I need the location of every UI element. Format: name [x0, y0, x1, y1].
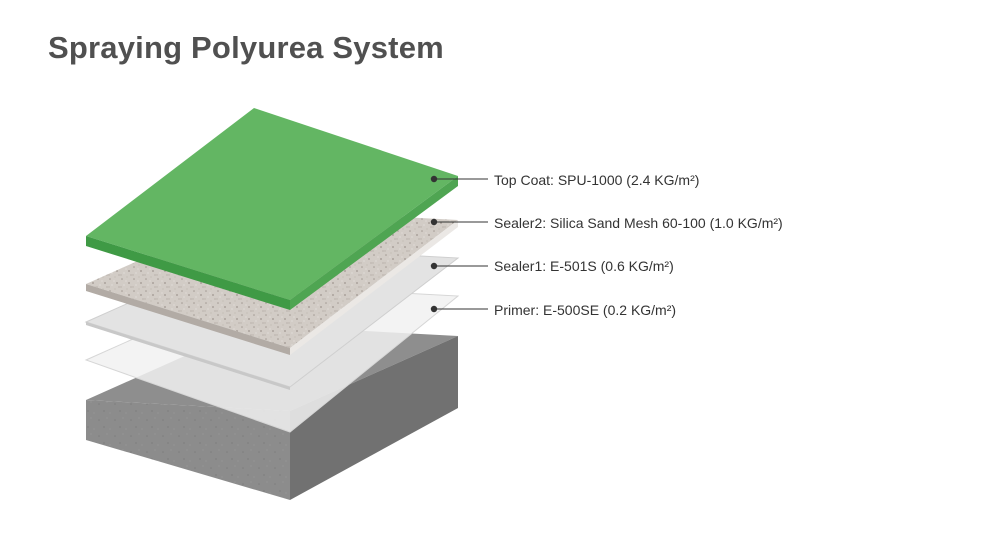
- sealer1-leader-dot: [430, 262, 438, 270]
- top-coat-side-edge: [290, 176, 458, 310]
- top-coat-front-edge: [86, 236, 290, 310]
- concrete-right-face: [290, 336, 458, 500]
- primer-label: Primer: E-500SE (0.2 KG/m²): [494, 302, 677, 318]
- sand-side-edge: [290, 220, 458, 355]
- page-title: Spraying Polyurea System: [48, 30, 444, 65]
- top-coat-top-face: [86, 108, 458, 300]
- concrete-left-face: [86, 400, 290, 500]
- sealer1-label: Sealer1: E-501S (0.6 KG/m²): [494, 258, 674, 274]
- top-coat-label: Top Coat: SPU-1000 (2.4 KG/m²): [494, 172, 700, 188]
- leader-lines: [430, 175, 488, 313]
- sand-front-edge: [86, 284, 290, 355]
- sealer2-leader-dot: [430, 218, 438, 226]
- top-coat-leader-dot: [430, 175, 438, 183]
- top-coat-layer: [86, 108, 458, 310]
- primer-leader-dot: [430, 305, 438, 313]
- sealer1-edge: [86, 322, 290, 390]
- sealer2-label: Sealer2: Silica Sand Mesh 60-100 (1.0 KG…: [494, 215, 783, 231]
